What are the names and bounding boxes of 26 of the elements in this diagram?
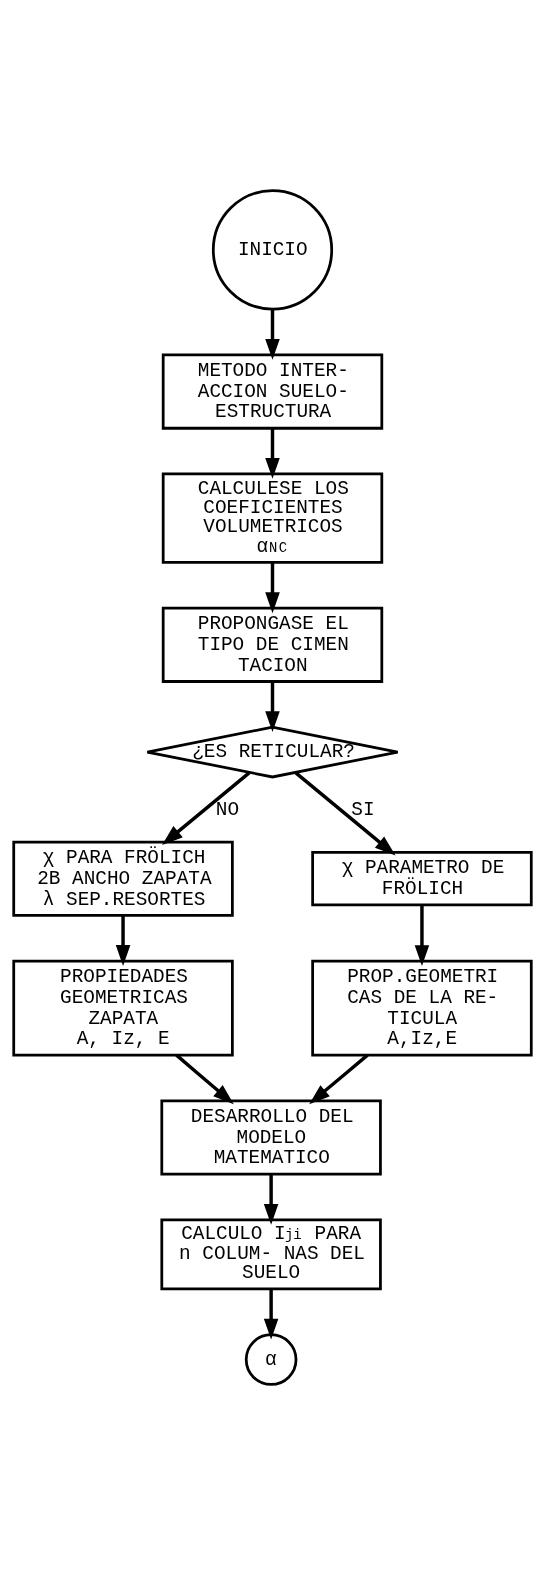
edge-label: NO — [215, 798, 240, 821]
node-circle: INICIO — [211, 188, 334, 310]
node-box: χ PARAMETRO DE FRÖLICH — [311, 850, 533, 906]
arrow — [265, 681, 280, 732]
arrow — [115, 915, 131, 966]
node-box: χ PARA FRÖLICH 2B ANCHO ZAPATA λ SEP.RESORTES — [12, 840, 234, 917]
arrow — [162, 770, 251, 845]
node-box: CALCULESE LOS COEFICIENTES VOLUMETRICOS αNC — [161, 472, 384, 564]
node-box: PROP.GEOMETRI CAS DE LA RE- TICULA A,Iz,E — [311, 959, 533, 1056]
node-box: PROPONGASE EL TIPO DE CIMEN TACION — [161, 606, 384, 683]
arrow — [175, 1053, 234, 1104]
arrow — [263, 1173, 279, 1225]
arrow — [294, 770, 396, 855]
arrow — [265, 562, 280, 613]
node-circle: α — [244, 1332, 298, 1386]
node-box: CALCULO Iji PARA n COLUM- NAS DEL SUELO — [160, 1217, 382, 1290]
node-diamond: ¿ES RETICULAR? — [145, 725, 400, 778]
arrow — [265, 308, 280, 360]
node-box: PROPIEDADES GEOMETRICAS ZAPATA A, Iz, E — [12, 959, 234, 1056]
arrow — [265, 428, 280, 479]
node-box: DESARROLLO DEL MODELO MATEMATICO — [160, 1098, 382, 1175]
arrow — [414, 904, 430, 966]
arrow — [263, 1288, 279, 1340]
edge-label: SI — [351, 798, 375, 821]
arrow — [309, 1053, 369, 1104]
node-box: METODO INTER- ACCION SUELO- ESTRUCTURA — [161, 353, 384, 430]
